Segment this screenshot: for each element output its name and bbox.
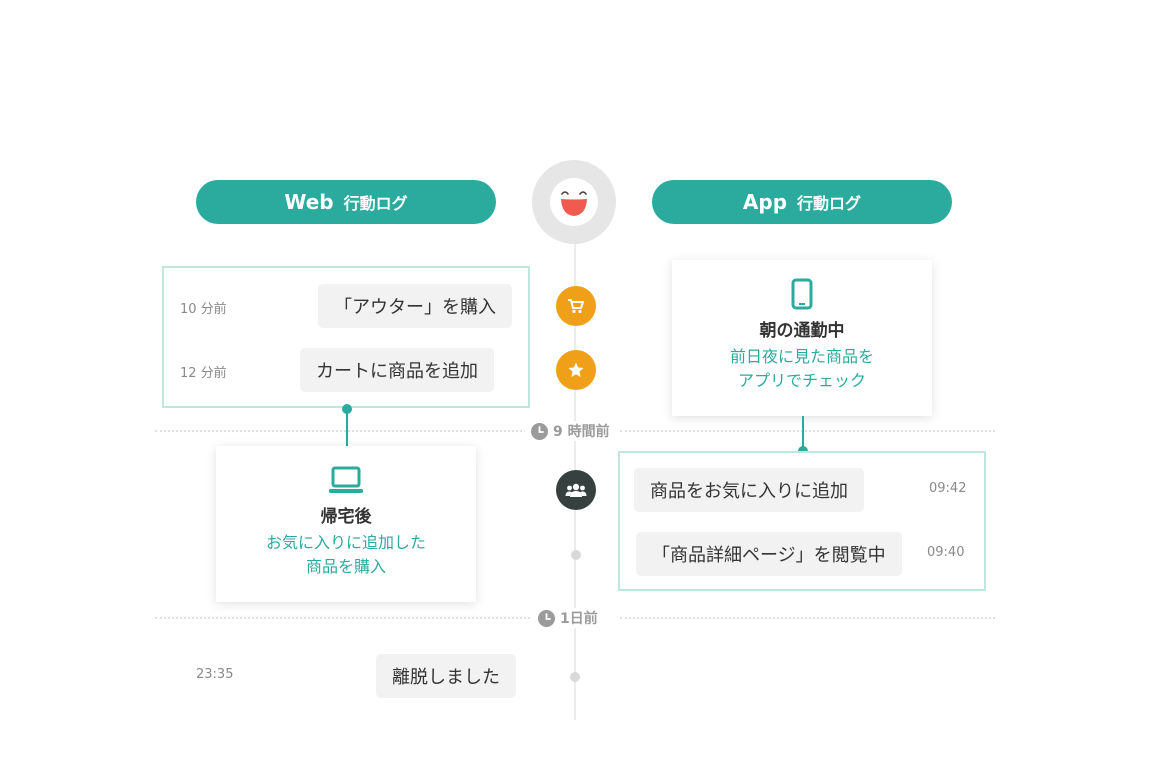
web-card-desc-line2: 商品を購入 (305, 557, 386, 576)
app-log-action: 「商品詳細ページ」を閲覧中 (636, 532, 902, 576)
separator-hours-label: 9 時間前 (553, 424, 610, 440)
web-header-subtitle: 行動ログ (343, 194, 408, 213)
clock-icon (538, 609, 555, 627)
app-info-card: 朝の通勤中 前日夜に見た商品を アプリでチェック (672, 260, 932, 416)
web-info-card: 帰宅後 お気に入りに追加した 商品を購入 (216, 446, 476, 602)
separator-1-day: 1日前 (532, 608, 604, 628)
web-header-title: Web (284, 190, 334, 214)
app-log-header: App 行動ログ (652, 180, 952, 224)
web-card-description: お気に入りに追加した 商品を購入 (266, 531, 426, 579)
app-log-time: 09:40 (927, 545, 965, 560)
app-card-title: 朝の通勤中 (759, 321, 845, 341)
web-log-action: カートに商品を追加 (300, 348, 494, 392)
smartphone-icon (791, 278, 813, 310)
app-card-desc-line1: 前日夜に見た商品を (729, 347, 874, 366)
app-card-desc-line2: アプリでチェック (737, 371, 866, 390)
separator-9-hours: 9 時間前 (525, 421, 616, 441)
web-log-header: Web 行動ログ (196, 180, 496, 224)
separator-line-left-2 (155, 617, 530, 619)
web-log-time: 23:35 (196, 667, 234, 682)
app-card-description: 前日夜に見た商品を アプリでチェック (730, 345, 874, 393)
group-icon (565, 483, 587, 497)
smiley-logo-icon (550, 178, 598, 226)
separator-line-right-2 (620, 617, 995, 619)
timeline-dot (571, 550, 581, 560)
web-log-action: 「アウター」を購入 (318, 284, 512, 328)
web-card-title: 帰宅後 (320, 507, 372, 527)
clock-icon (531, 422, 548, 440)
connector-line (346, 408, 348, 446)
cart-icon (568, 299, 584, 314)
timeline-dot (570, 672, 580, 682)
separator-day-label: 1日前 (560, 611, 598, 627)
separator-line-left (155, 430, 530, 432)
timeline-node-purchase (556, 286, 596, 326)
timeline-node-cart (556, 350, 596, 390)
web-log-time: 10 分前 (180, 302, 227, 317)
app-log-time: 09:42 (929, 481, 967, 496)
web-card-desc-line1: お気に入りに追加した (265, 533, 426, 552)
star-icon (568, 362, 584, 377)
connector-line (802, 416, 804, 450)
laptop-icon (329, 466, 363, 493)
app-log-action: 商品をお気に入りに追加 (634, 468, 864, 512)
separator-line-right (620, 430, 995, 432)
web-log-action: 離脱しました (376, 654, 516, 698)
timeline-node-favorite (556, 470, 596, 510)
app-header-title: App (742, 190, 788, 214)
web-log-time: 12 分前 (180, 366, 227, 381)
app-header-subtitle: 行動ログ (797, 194, 862, 213)
